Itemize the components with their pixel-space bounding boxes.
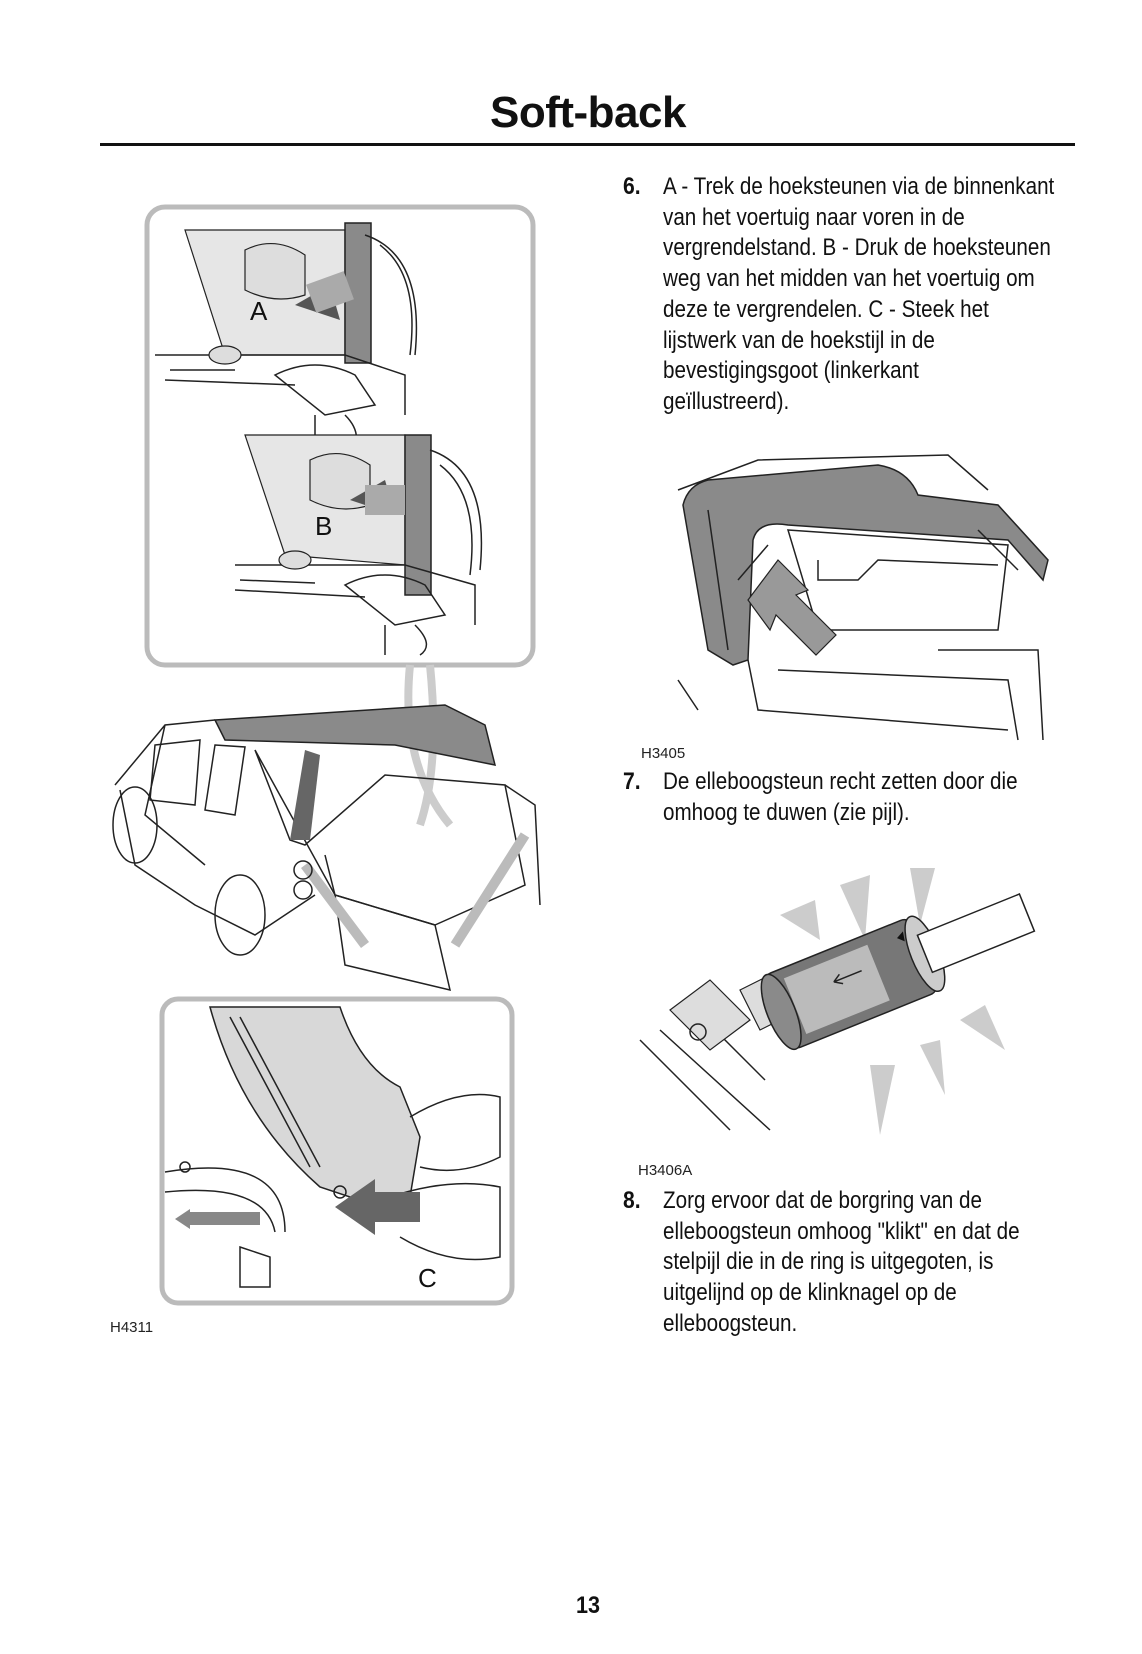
step-text-line: elleboogsteun omhoog "klikt" en dat de: [663, 1217, 1020, 1245]
step-text-line: geïllustreerd).: [663, 387, 790, 415]
step-text-line: vergrendelstand. B - Druk de hoeksteunen: [663, 234, 1051, 262]
figure-label-h4311: H4311: [110, 1319, 154, 1336]
callout-a: A: [250, 296, 268, 326]
step-7: 7. De elleboogsteun recht zetten door di…: [623, 767, 1075, 828]
step-number: 8.: [623, 1187, 641, 1214]
illustration-elbow-lock-ring: [639, 868, 1036, 1135]
illustration-detail-c: C: [159, 996, 515, 1306]
step-number: 6.: [623, 173, 641, 200]
step-number: 7.: [623, 768, 641, 795]
illustration-softback-corner: [677, 454, 1049, 741]
figure-label-h3406a: H3406A: [638, 1162, 693, 1179]
step-8: 8. Zorg ervoor dat de borgring van de el…: [623, 1186, 1078, 1340]
step-text-line: omhoog te duwen (zie pijl).: [663, 798, 910, 826]
page-title: Soft-back: [490, 88, 686, 137]
page-number: 13: [575, 1592, 601, 1619]
figure-label-h3405: H3405: [641, 745, 686, 762]
step-text-line: Zorg ervoor dat de borgring van de: [663, 1187, 982, 1214]
step-text-line: uitgelijnd op de klinknagel op de: [663, 1279, 957, 1307]
step-text-line: A - Trek de hoeksteunen via de binnenkan…: [663, 173, 1055, 200]
step-6: 6. A - Trek de hoeksteunen via de binnen…: [623, 172, 1118, 418]
step-text-line: lijstwerk van de hoekstijl in de: [663, 326, 935, 354]
step-text-line: De elleboogsteun recht zetten door die: [663, 768, 1018, 795]
step-text-line: elleboogsteun.: [663, 1309, 798, 1337]
step-text-line: bevestigingsgoot (linkerkant: [663, 357, 919, 385]
illustration-detail-ab: A B: [144, 204, 536, 668]
step-text-line: stelpijl die in de ring is uitgegoten, i…: [663, 1248, 994, 1276]
callout-c: C: [418, 1263, 437, 1293]
step-text-line: weg van het midden van het voertuig om: [663, 265, 1035, 293]
step-text-line: van het voertuig naar voren in de: [663, 203, 965, 231]
step-text-line: deze te vergrendelen. C - Steek het: [663, 295, 989, 323]
callout-b: B: [315, 511, 332, 541]
title-rule: [100, 143, 1075, 146]
illustration-car-rear: [112, 664, 541, 992]
